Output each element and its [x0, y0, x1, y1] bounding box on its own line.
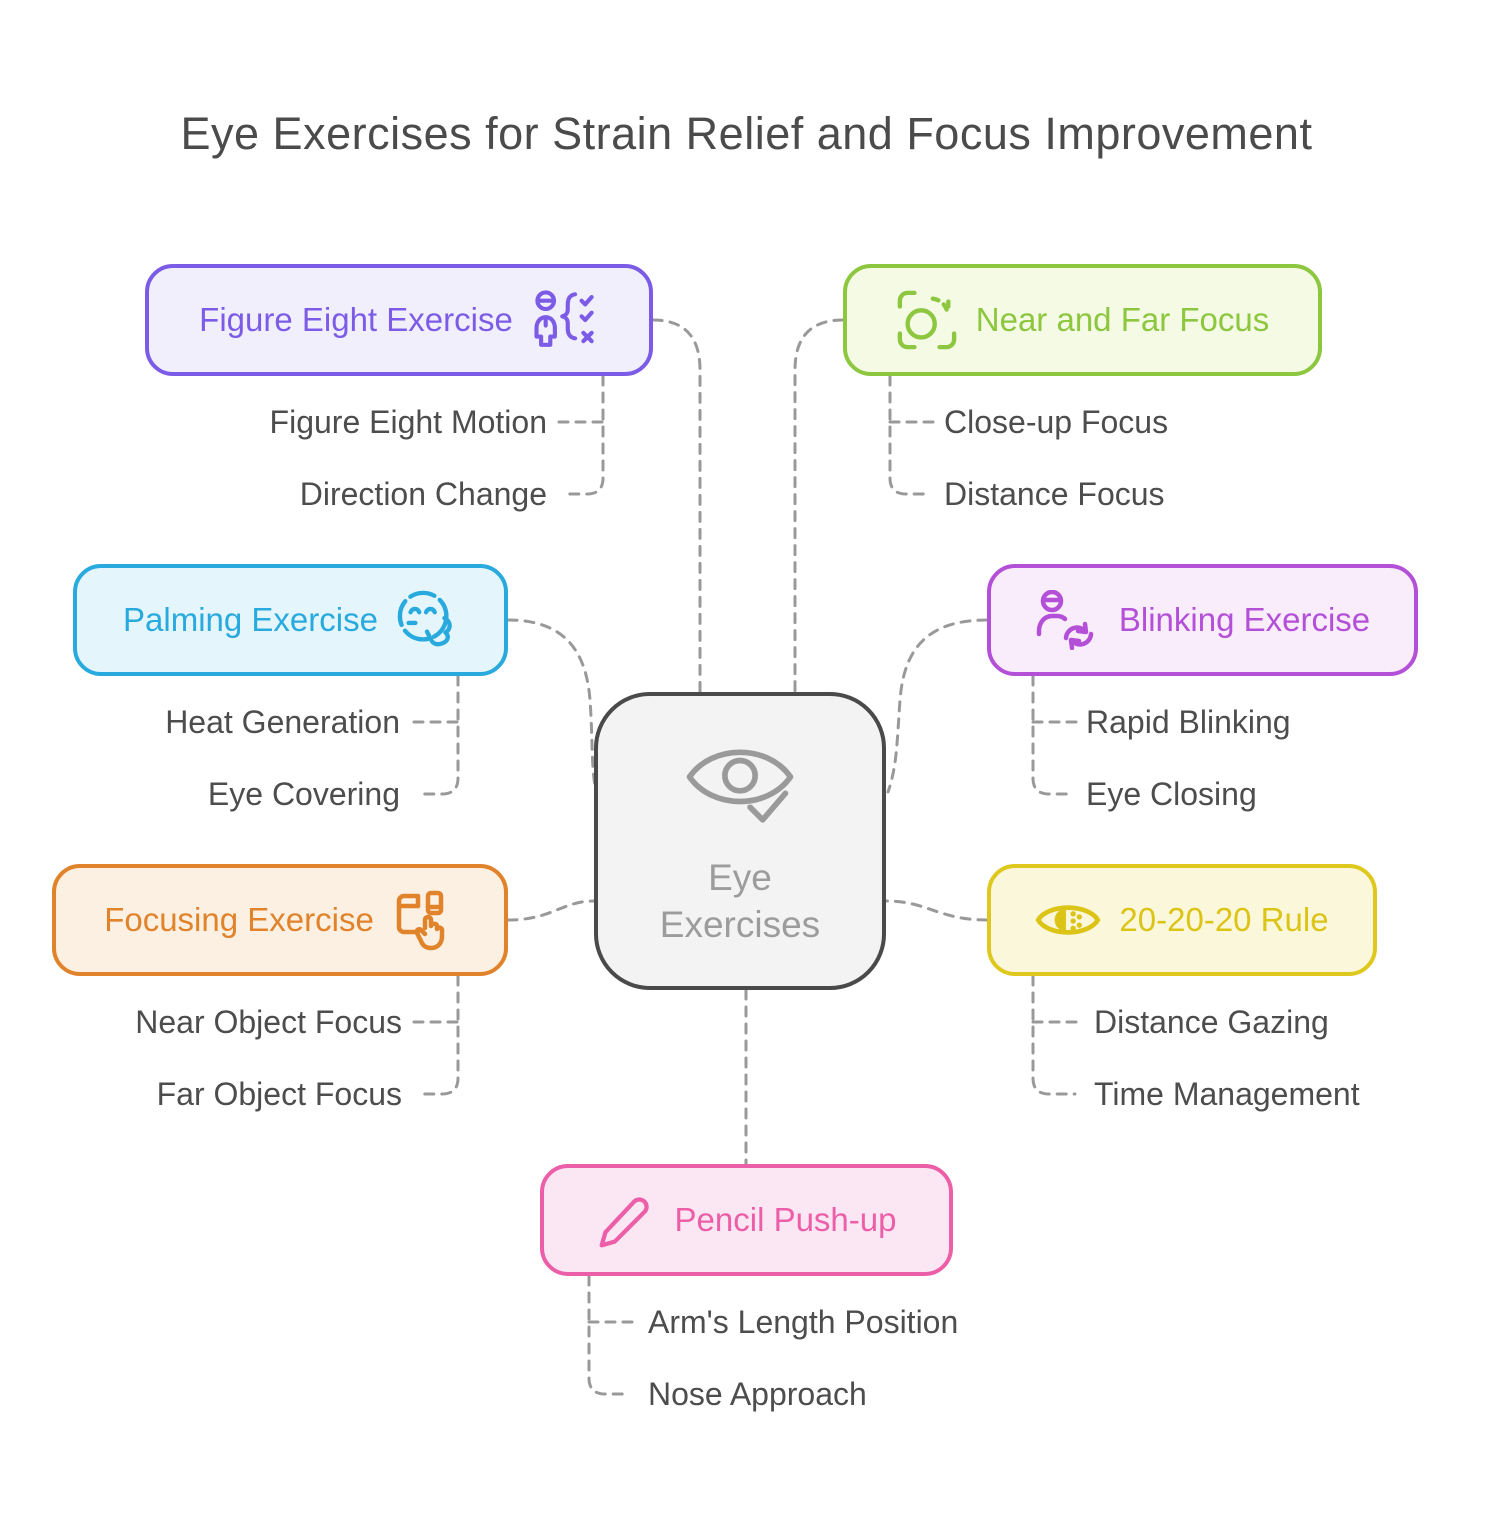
person-refresh-icon	[1035, 590, 1101, 650]
branch-node-near-and-far-focus[interactable]: Near and Far Focus	[843, 264, 1322, 376]
sub-node-distance-focus[interactable]: Distance Focus	[944, 476, 1165, 512]
sub-node-near-object-focus[interactable]: Near Object Focus	[135, 1004, 402, 1040]
sub-node-close-up-focus[interactable]: Close-up Focus	[944, 404, 1169, 440]
sub-node-eye-closing[interactable]: Eye Closing	[1086, 776, 1257, 812]
branch-label: Figure Eight Exercise	[199, 301, 513, 338]
person-checklist-icon	[531, 289, 599, 351]
branch-label: 20-20-20 Rule	[1119, 901, 1329, 938]
branch-label: Near and Far Focus	[975, 301, 1270, 338]
branch-node-20-20-20-rule[interactable]: 20-20-20 Rule	[987, 864, 1377, 976]
branch-node-pencil-push-up[interactable]: Pencil Push-up	[540, 1164, 953, 1276]
sub-node-eye-covering[interactable]: Eye Covering	[207, 776, 400, 812]
sub-node-direction-change[interactable]: Direction Change	[299, 476, 547, 512]
sub-node-nose-approach[interactable]: Nose Approach	[648, 1376, 867, 1412]
eye-vision-icon	[1035, 899, 1101, 941]
face-hand-icon	[396, 589, 458, 651]
focus-frame-icon	[896, 289, 958, 351]
branch-label: Pencil Push-up	[674, 1201, 897, 1238]
branch-label: Focusing Exercise	[104, 901, 374, 938]
center-label-line2: Exercises	[659, 904, 821, 945]
center-node-eye-exercises[interactable]: Eye Exercises	[594, 692, 886, 990]
center-label-line1: Eye	[708, 857, 772, 898]
sub-node-heat-generation[interactable]: Heat Generation	[165, 704, 400, 740]
branch-label: Palming Exercise	[123, 601, 378, 638]
sub-node-rapid-blinking[interactable]: Rapid Blinking	[1086, 704, 1291, 740]
device-hand-icon	[392, 888, 456, 952]
sub-node-far-object-focus[interactable]: Far Object Focus	[156, 1076, 402, 1112]
eye-check-icon	[679, 734, 801, 840]
sub-node-arms-length-position[interactable]: Arm's Length Position	[648, 1304, 959, 1340]
branch-node-figure-eight-exercise[interactable]: Figure Eight Exercise	[145, 264, 653, 376]
sub-node-time-management[interactable]: Time Management	[1094, 1076, 1360, 1112]
branch-node-palming-exercise[interactable]: Palming Exercise	[73, 564, 508, 676]
branch-node-blinking-exercise[interactable]: Blinking Exercise	[987, 564, 1418, 676]
pencil-icon	[597, 1190, 657, 1250]
sub-node-figure-eight-motion[interactable]: Figure Eight Motion	[269, 404, 547, 440]
branch-node-focusing-exercise[interactable]: Focusing Exercise	[52, 864, 508, 976]
page-title: Eye Exercises for Strain Relief and Focu…	[180, 108, 1313, 159]
center-node-label: Eye Exercises	[660, 854, 820, 948]
branch-label: Blinking Exercise	[1118, 601, 1371, 638]
sub-node-distance-gazing[interactable]: Distance Gazing	[1094, 1004, 1329, 1040]
